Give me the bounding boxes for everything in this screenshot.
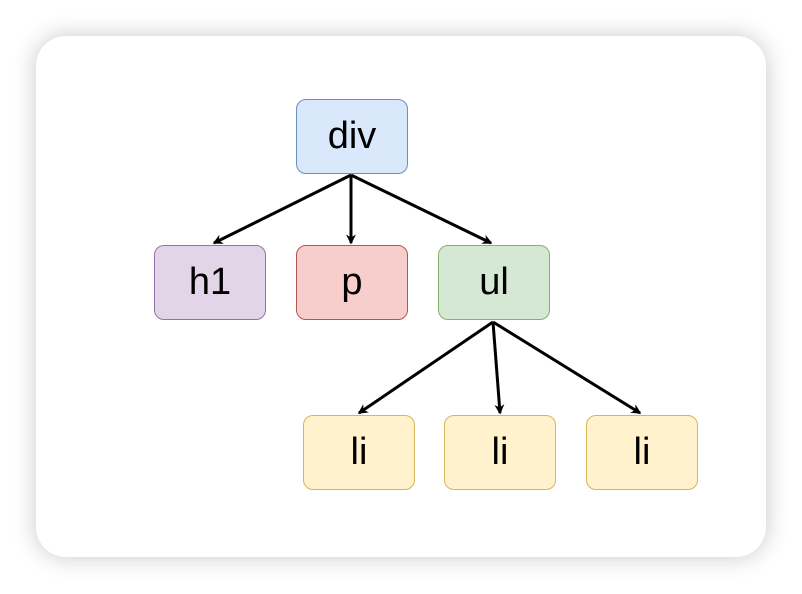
node-li-3: li	[586, 415, 698, 490]
node-h1: h1	[154, 245, 266, 320]
node-li-1: li	[303, 415, 415, 490]
node-li-2: li	[444, 415, 556, 490]
node-p: p	[296, 245, 408, 320]
node-ul: ul	[438, 245, 550, 320]
node-div: div	[296, 99, 408, 174]
